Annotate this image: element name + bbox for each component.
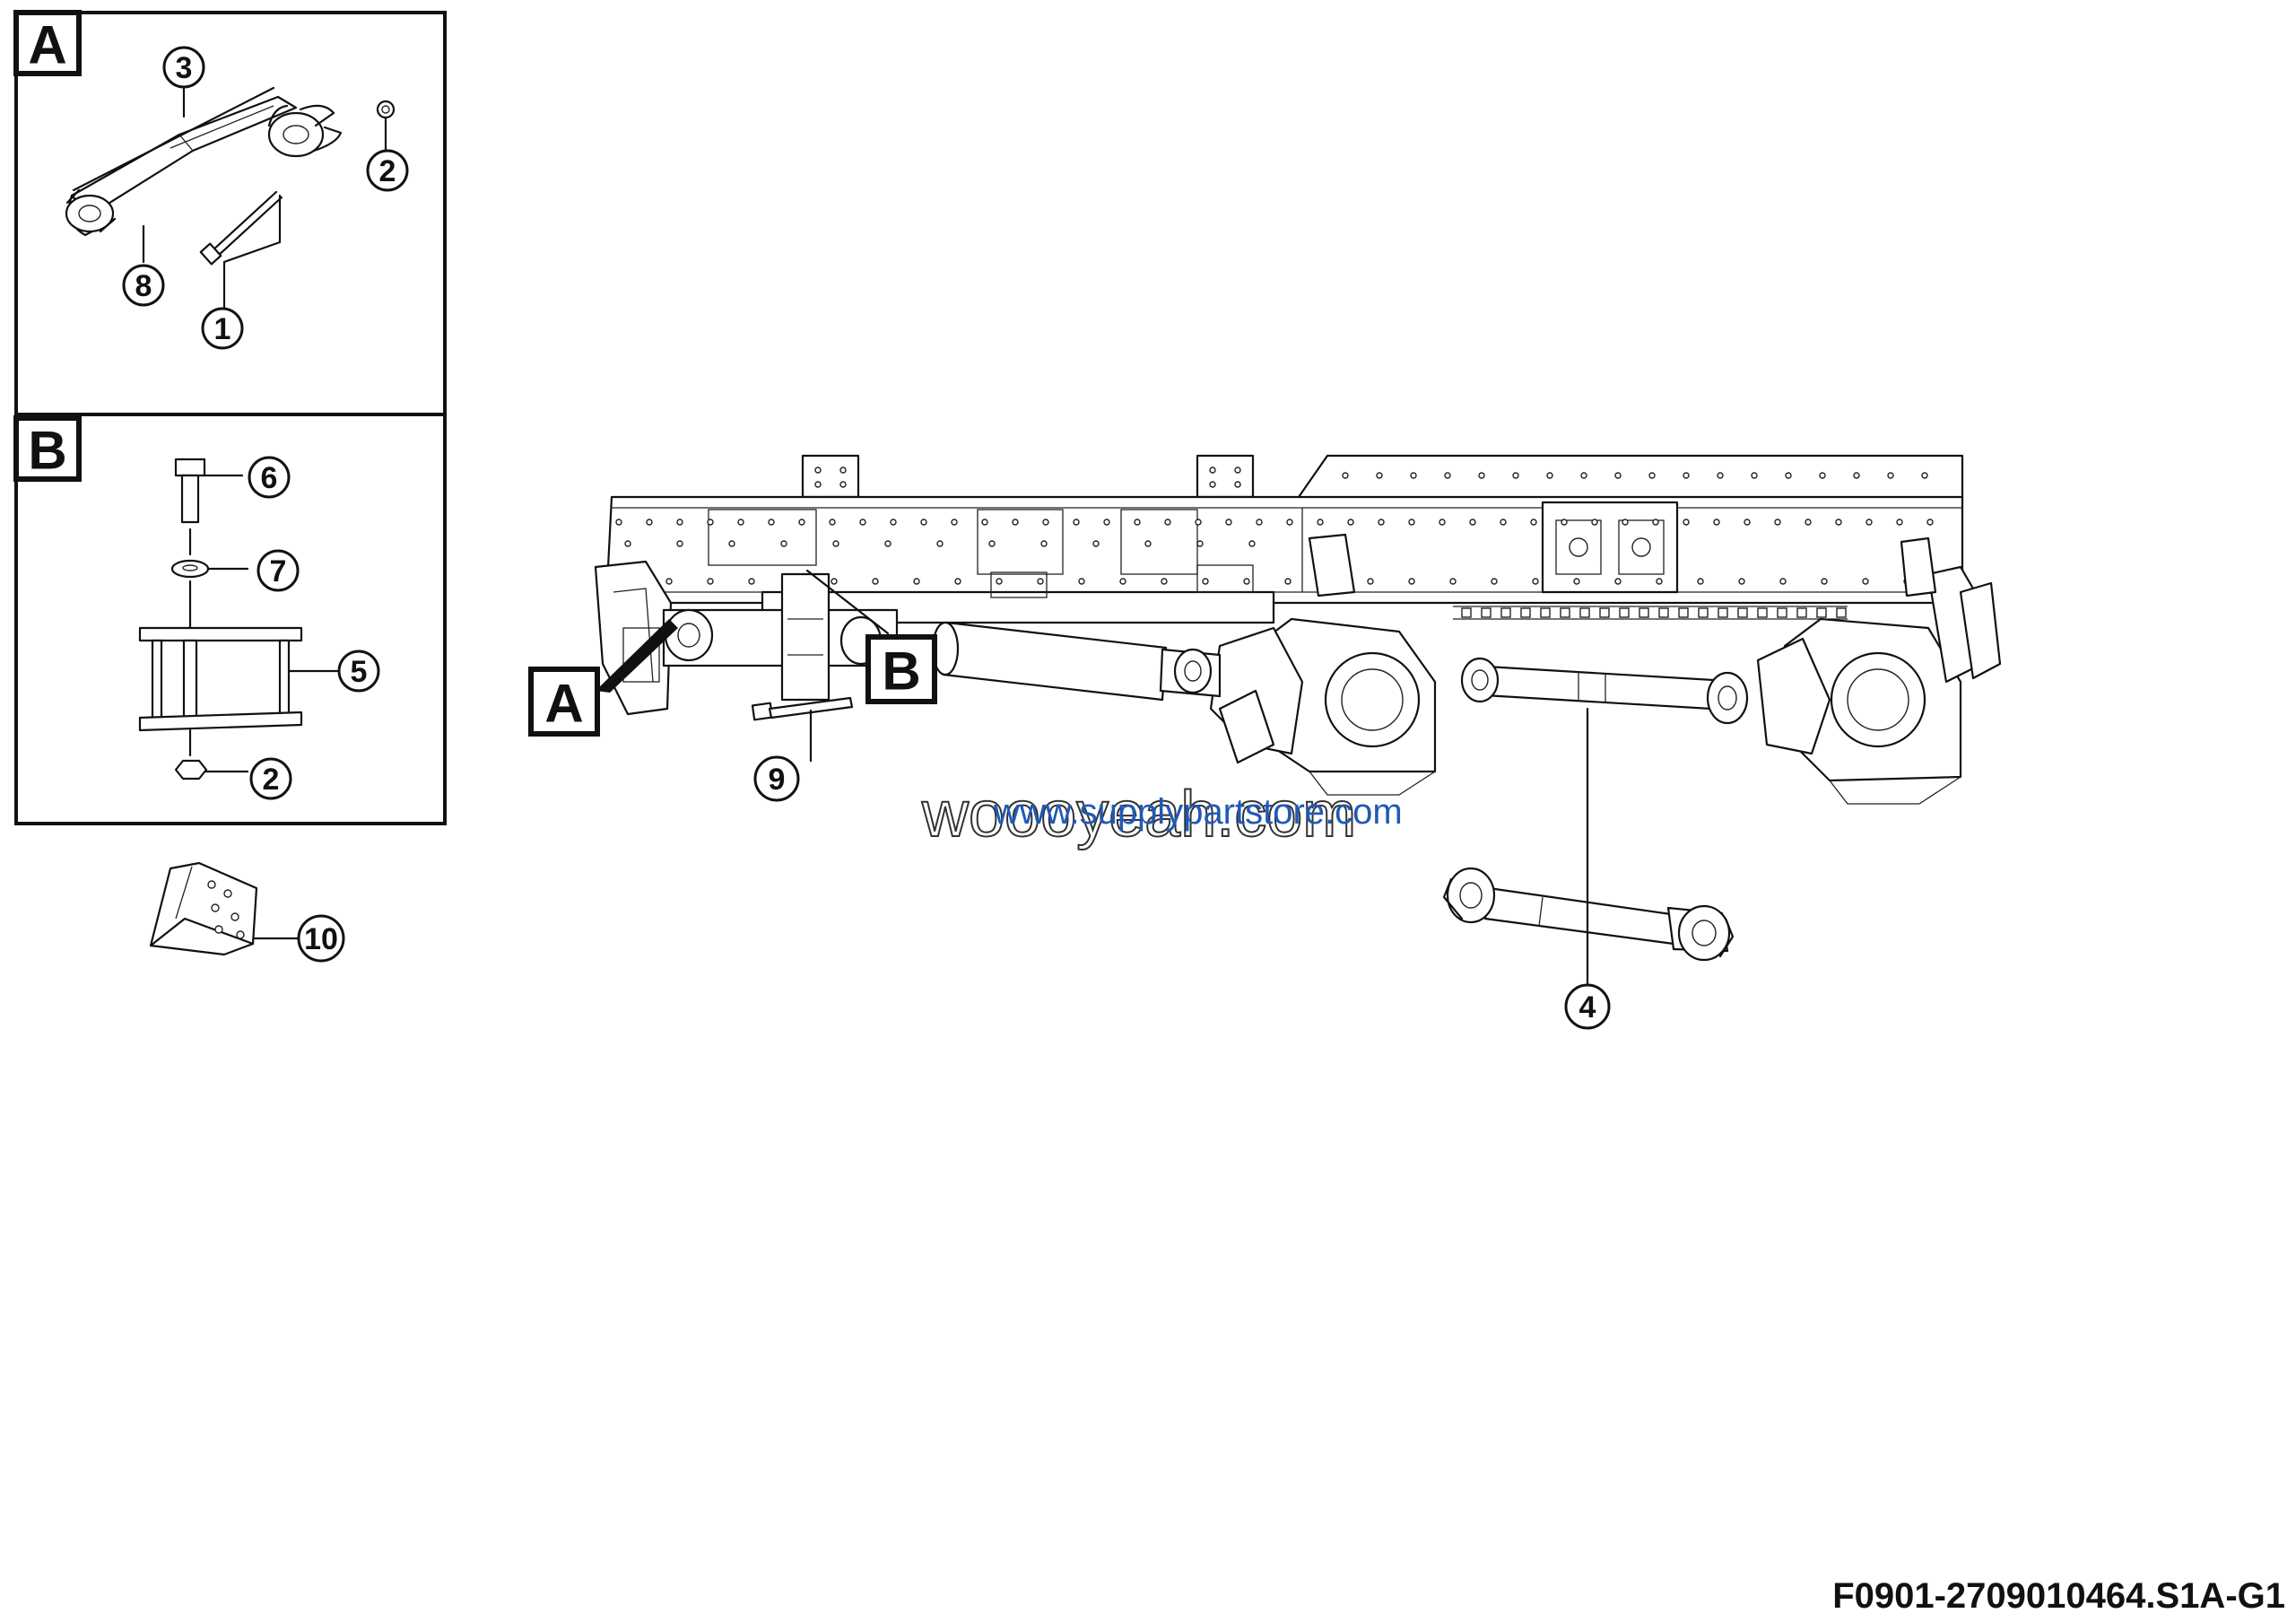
propeller-shaft-detail-a (65, 95, 396, 266)
bolt-part-6 (174, 458, 244, 524)
svg-text:8: 8 (135, 269, 152, 303)
svg-text:A: A (544, 674, 583, 734)
callout-6: 6 (248, 456, 291, 499)
watermark-primary: woooyeah.com (921, 779, 1356, 850)
callout-3: 3 (162, 46, 205, 89)
callout-10: 10 (297, 914, 345, 963)
detail-panel-b: B 6 (13, 413, 447, 825)
rear-axle (1756, 536, 2002, 805)
svg-text:7: 7 (270, 554, 287, 589)
drawing-code: F0901-2709010464.S1A-G1 (1832, 1576, 2285, 1616)
callout-2-detail-a: 2 (366, 149, 409, 192)
svg-text:2: 2 (263, 763, 280, 797)
frame-rivets (615, 472, 1952, 618)
svg-text:1: 1 (214, 312, 231, 346)
svg-text:9: 9 (769, 763, 786, 797)
detail-a-label: A (28, 15, 66, 75)
watermark-secondary: www.supplypartstore.com (993, 792, 1403, 832)
callout-9: 9 (753, 755, 800, 802)
spacer-plate-part-5 (138, 528, 339, 757)
bolt-part-9 (751, 696, 854, 763)
intermediate-propeller-shaft (931, 621, 1222, 702)
main-label-a: A (528, 619, 678, 737)
svg-text:2: 2 (379, 154, 396, 188)
chassis-frame (604, 454, 1964, 624)
callout-5: 5 (337, 650, 380, 693)
callout-4: 4 (1564, 983, 1611, 1030)
callout-1: 1 (201, 307, 244, 350)
propeller-shaft-part-4 (1442, 867, 1735, 962)
washer-part-7 (170, 559, 249, 579)
inter-axle-propeller-shaft (1460, 657, 1749, 725)
callout-7: 7 (257, 549, 300, 592)
callout-8: 8 (122, 264, 165, 307)
detail-panel-a: A (13, 10, 447, 416)
main-label-b: B (805, 569, 937, 704)
front-propeller-shaft (662, 572, 899, 702)
middle-axle (1209, 533, 1437, 796)
nut-part-2 (174, 759, 249, 780)
callout-2-detail-b: 2 (249, 757, 292, 800)
svg-text:3: 3 (176, 51, 193, 85)
detail-b-label: B (28, 421, 66, 481)
bracket-part-10 (149, 861, 301, 956)
svg-text:B: B (882, 641, 920, 702)
svg-text:4: 4 (1579, 990, 1596, 1025)
svg-text:10: 10 (304, 922, 338, 956)
svg-text:6: 6 (261, 461, 278, 495)
svg-text:5: 5 (351, 655, 368, 689)
